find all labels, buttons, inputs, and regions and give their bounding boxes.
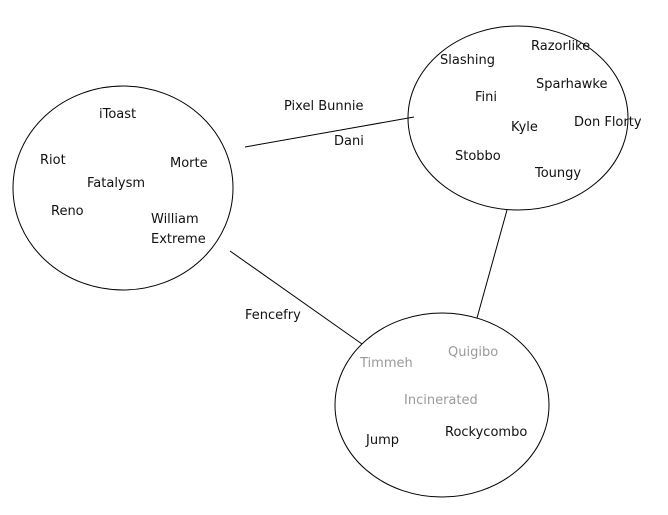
member-timmeh: Timmeh	[359, 356, 413, 371]
group-bottom-circle	[334, 312, 550, 498]
member-fini: Fini	[475, 90, 497, 105]
member-sparhawke: Sparhawke	[536, 77, 608, 92]
connector-label-dani: Dani	[334, 134, 364, 149]
connector-label-pixel-bunnie: Pixel Bunnie	[284, 99, 363, 114]
member-riot: Riot	[40, 153, 66, 168]
member-stobbo: Stobbo	[455, 149, 501, 164]
member-razorlike: Razorlike	[531, 39, 590, 54]
member-itoast: iToast	[99, 107, 136, 122]
member-kyle: Kyle	[511, 120, 538, 135]
connector-top-right-bottom	[476, 209, 508, 319]
member-fatalysm: Fatalysm	[87, 176, 145, 191]
member-william: William	[151, 212, 199, 227]
member-jump: Jump	[365, 433, 399, 448]
group-left-circle	[12, 85, 234, 291]
member-quigibo: Quigibo	[448, 345, 498, 360]
connector-left-top-right	[244, 116, 415, 148]
member-toungy: Toungy	[534, 166, 581, 181]
member-morte: Morte	[170, 156, 208, 171]
member-don-florty: Don Florty	[574, 115, 642, 130]
connector-left-bottom	[229, 250, 363, 345]
member-rockycombo: Rockycombo	[445, 425, 527, 440]
member-slashing: Slashing	[440, 53, 495, 68]
connector-label-fencefry: Fencefry	[245, 308, 301, 323]
member-extreme: Extreme	[151, 232, 206, 247]
member-reno: Reno	[51, 204, 84, 219]
member-incinerated: Incinerated	[404, 393, 478, 408]
